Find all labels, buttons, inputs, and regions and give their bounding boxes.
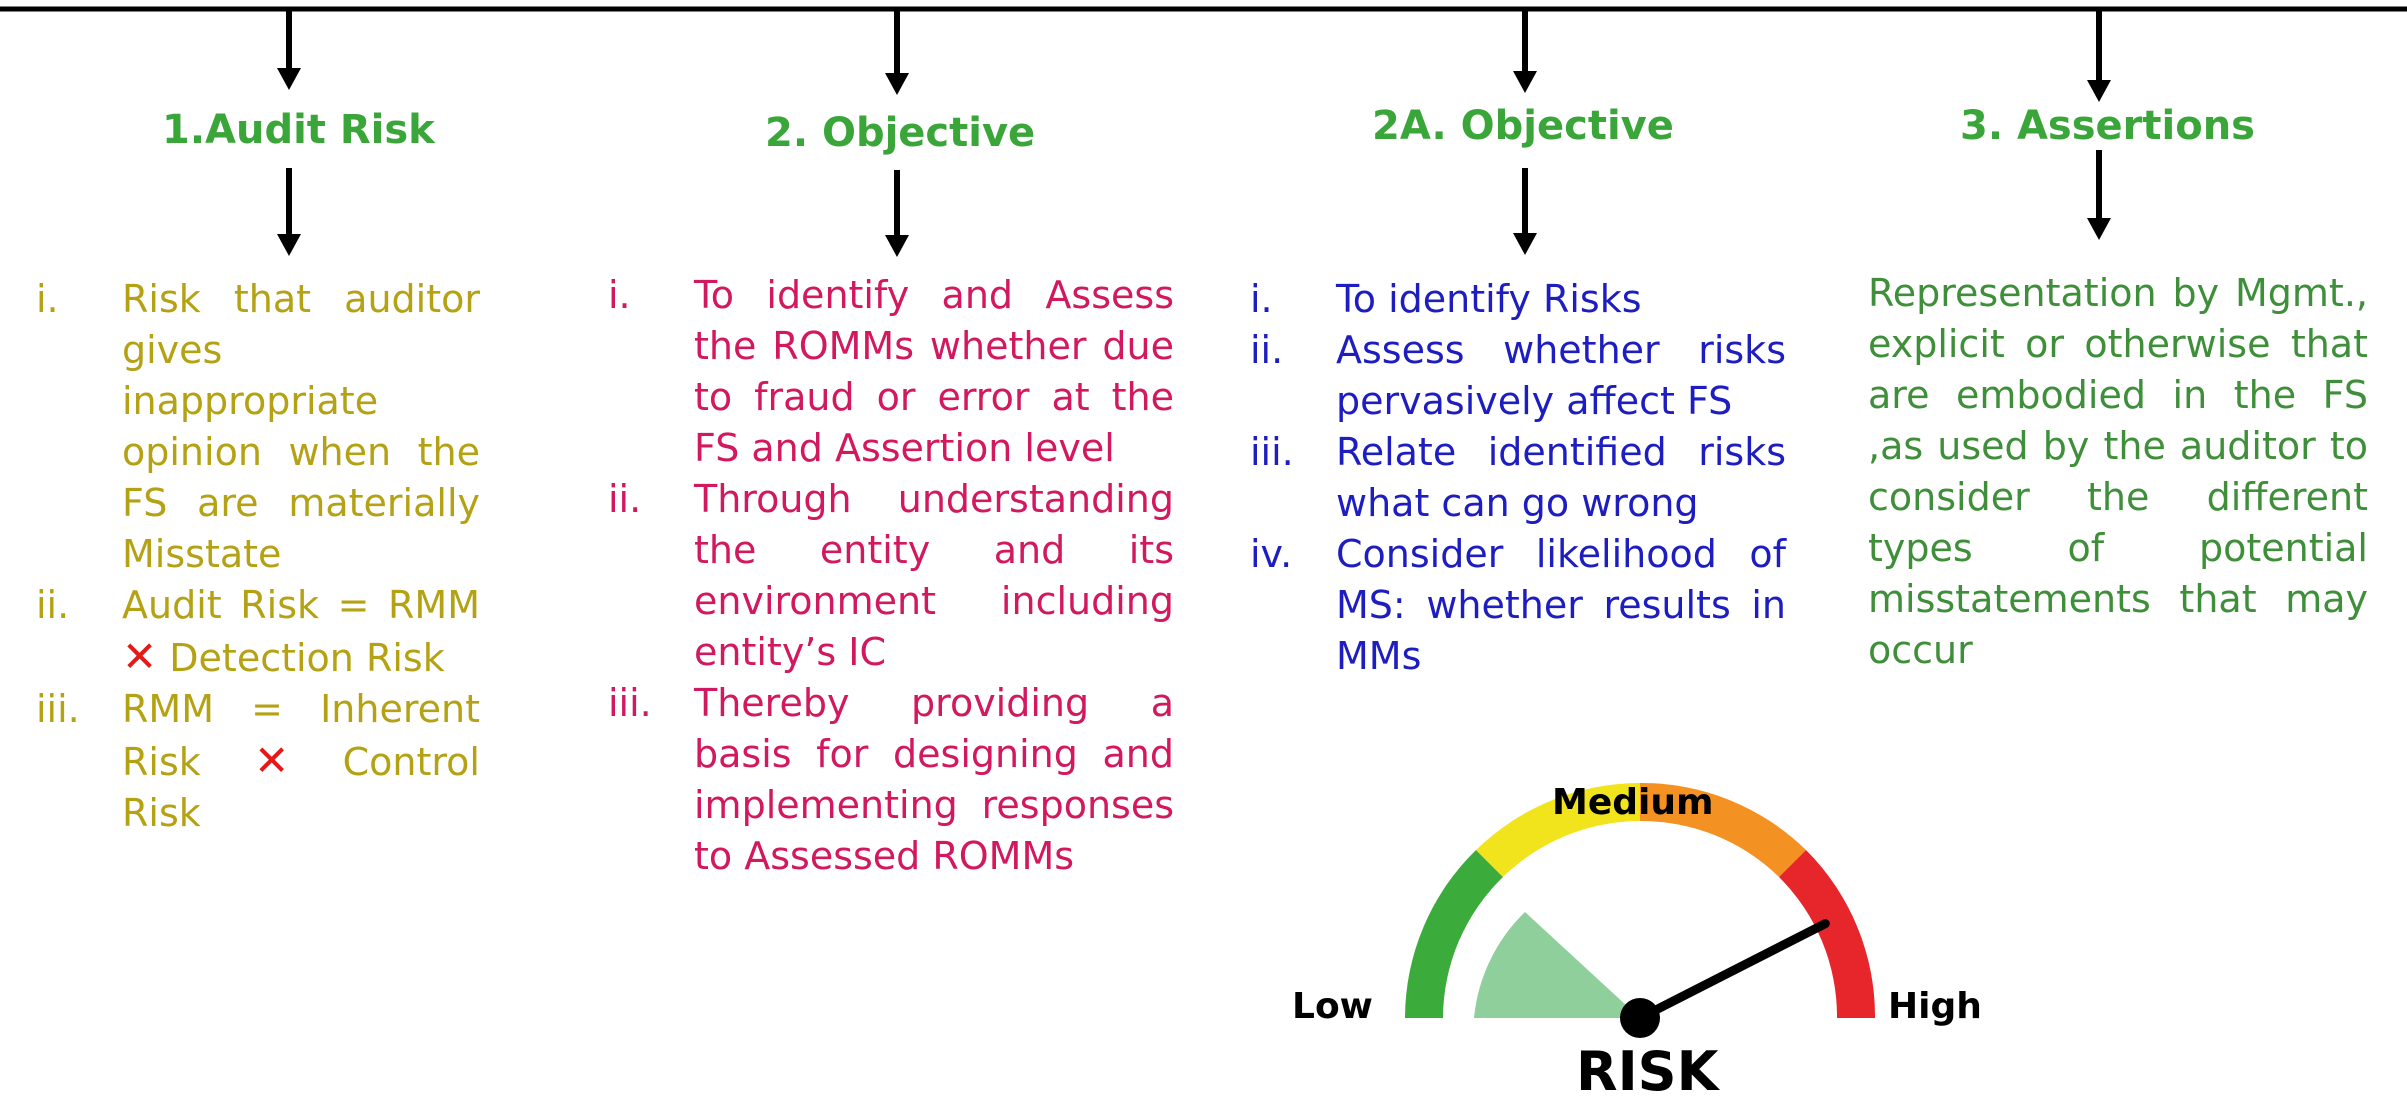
- list-item: i. To identify and Assess the ROMMs whet…: [608, 270, 1174, 474]
- list-number: ii.: [608, 477, 642, 521]
- list-number: iii.: [1250, 430, 1294, 474]
- arrow-head: [1513, 71, 1537, 93]
- audit-risk-list: i. Risk that auditor gives inappropriate…: [36, 274, 480, 839]
- arrow-head: [277, 234, 301, 256]
- list-item: iv. Consider likelihood of MS: whether r…: [1250, 529, 1786, 682]
- list-item: i. Risk that auditor gives inappropriate…: [36, 274, 480, 580]
- list-item: i. To identify Risks: [1250, 274, 1786, 325]
- list-item: iii. Relate identified risks what can go…: [1250, 427, 1786, 529]
- list-number: iii.: [608, 681, 652, 725]
- list-text: Through understanding the entity and its…: [694, 477, 1174, 674]
- list-number: ii.: [1250, 328, 1284, 372]
- arrow-head: [885, 235, 909, 257]
- list-text: Relate identified risks what can go wron…: [1336, 430, 1786, 525]
- list-text: Risk that auditor gives inappropriate op…: [122, 277, 480, 576]
- list-item: iii. RMM = Inherent Risk ✕ Control Risk: [36, 684, 480, 839]
- gauge-fill-indicator: [1474, 912, 1640, 1018]
- list-item: ii. Assess whether risks pervasively aff…: [1250, 325, 1786, 427]
- list-text: To identify and Assess the ROMMs whether…: [694, 273, 1174, 470]
- list-text: Audit Risk = RMM: [122, 583, 480, 627]
- list-number: i.: [608, 273, 631, 317]
- objective-list: i. To identify and Assess the ROMMs whet…: [608, 270, 1174, 882]
- list-number: ii.: [36, 583, 70, 627]
- multiply-icon: ✕: [122, 632, 158, 681]
- heading-objective: 2. Objective: [765, 110, 1036, 156]
- list-number: i.: [36, 277, 59, 321]
- gauge-label-low: Low: [1292, 986, 1373, 1027]
- heading-objective-2a: 2A. Objective: [1372, 103, 1674, 149]
- list-text: Consider likelihood of MS: whether resul…: [1336, 532, 1786, 678]
- multiply-icon: ✕: [254, 736, 290, 785]
- heading-audit-risk: 1.Audit Risk: [162, 107, 435, 153]
- list-item: ii. Audit Risk = RMM ✕ Detection Risk: [36, 580, 480, 684]
- gauge-label-high: High: [1888, 986, 1982, 1027]
- list-text: Assess whether risks pervasively affect …: [1336, 328, 1786, 423]
- assertions-text: Representation by Mgmt., explicit or oth…: [1868, 271, 2368, 672]
- list-number: i.: [1250, 277, 1273, 321]
- gauge-segment-low-medium: [1476, 783, 1640, 877]
- arrow-head: [2087, 218, 2111, 240]
- gauge-label-medium: Medium: [1552, 782, 1714, 823]
- list-item: ii. Through understanding the entity and…: [608, 474, 1174, 678]
- list-text: To identify Risks: [1336, 277, 1642, 321]
- list-number: iv.: [1250, 532, 1293, 576]
- list-text: Detection Risk: [157, 636, 445, 680]
- objective-2a-list: i. To identify Risks ii. Assess whether …: [1250, 274, 1786, 682]
- list-text: RMM = Inherent Risk: [122, 687, 480, 784]
- list-item: iii. Thereby providing a basis for desig…: [608, 678, 1174, 882]
- risk-gauge: [1405, 782, 1876, 1038]
- gauge-segment-low: [1405, 850, 1503, 1018]
- arrow-head: [277, 68, 301, 90]
- gauge-needle: [1635, 919, 1830, 1023]
- gauge-segment-medium-high: [1640, 782, 1806, 877]
- list-text: Control Risk: [122, 740, 480, 835]
- heading-assertions: 3. Assertions: [1960, 103, 2255, 149]
- arrow-head: [2087, 80, 2111, 102]
- gauge-needle-hub: [1620, 998, 1660, 1038]
- list-number: iii.: [36, 687, 80, 731]
- list-text: Thereby providing a basis for designing …: [694, 681, 1174, 878]
- gauge-title: RISK: [1576, 1040, 1719, 1103]
- gauge-segment-high: [1779, 850, 1876, 1018]
- arrow-head: [1513, 233, 1537, 255]
- arrow-head: [885, 73, 909, 95]
